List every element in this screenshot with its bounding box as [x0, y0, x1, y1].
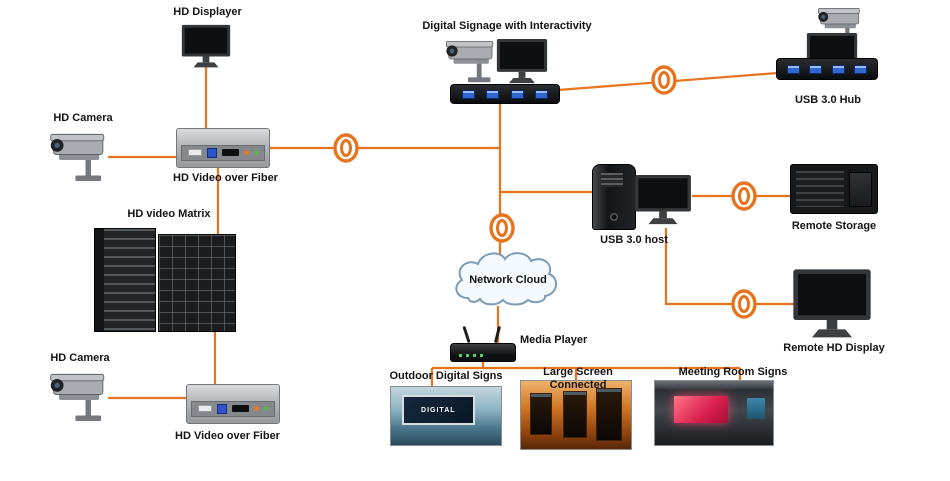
meeting-screen	[673, 396, 729, 424]
label-media-player: Media Player	[520, 334, 588, 346]
ceiling	[655, 381, 773, 389]
label-large-screen-connected: Large Screen Connected	[543, 366, 613, 391]
fiber-coil-icon	[651, 65, 677, 95]
screen-panel	[595, 387, 623, 441]
network-cloud-icon: Network Cloud	[448, 248, 568, 314]
label-usb-host: USB 3.0 host	[600, 234, 668, 246]
connection-line	[430, 360, 742, 388]
screen-panel	[562, 390, 587, 439]
screen-panel	[529, 393, 552, 436]
signage-monitor-icon	[496, 38, 548, 84]
label-hd-displayer: HD Displayer	[173, 6, 242, 18]
usb-host-tower-icon	[592, 164, 636, 230]
label-hd-camera-bottom: HD Camera	[50, 352, 110, 364]
usb-port-icon	[809, 64, 823, 74]
antenna-icon	[493, 325, 502, 344]
label-hd-video-over-fiber-top: HD Video over Fiber	[173, 172, 278, 184]
media-player-icon	[450, 325, 516, 362]
usb-port-icon	[854, 64, 868, 74]
fiber-extender-ports	[180, 144, 266, 161]
usb-hub-device-icon	[776, 58, 878, 80]
hdmi-port-icon	[221, 149, 239, 157]
fiber-coil-icon	[333, 133, 359, 163]
media-player-body	[450, 343, 516, 362]
network-cloud-label: Network Cloud	[469, 274, 547, 286]
side-screen	[747, 397, 765, 420]
label-chip	[187, 149, 203, 157]
led-icon	[263, 406, 269, 412]
fiber-coil-icon	[731, 289, 757, 319]
label-outdoor-digital-signs: Outdoor Digital Signs	[389, 370, 503, 382]
usb-port-icon	[510, 89, 524, 99]
hd-displayer-monitor-icon	[181, 24, 231, 68]
fiber-port-icon	[217, 403, 227, 414]
hdmi-port-icon	[231, 405, 249, 413]
label-remote-storage: Remote Storage	[791, 220, 877, 232]
hd-camera-top-icon	[50, 133, 105, 182]
led-icon	[243, 150, 249, 156]
hd-video-matrix-icon	[94, 228, 236, 332]
photo-large-screen-connected	[520, 380, 632, 450]
signage-camera-icon	[446, 41, 494, 83]
label-hd-video-over-fiber-bottom: HD Video over Fiber	[175, 430, 280, 442]
label-hd-camera-top: HD Camera	[53, 112, 113, 124]
usb-port-icon	[534, 89, 548, 99]
label-hd-video-matrix: HD video Matrix	[127, 208, 211, 220]
fiber-port-icon	[207, 147, 217, 158]
matrix-rack-right	[158, 234, 236, 332]
usb-port-icon	[786, 64, 800, 74]
fiber-extender-bottom-icon	[186, 384, 280, 424]
antenna-icon	[462, 325, 471, 344]
billboard-screen: DIGITAL	[402, 395, 475, 426]
fiber-coil-icon	[489, 213, 515, 243]
usb-port-icon	[486, 89, 500, 99]
label-meeting-room-signs: Meeting Room Signs	[678, 366, 788, 378]
led-icon	[253, 150, 259, 156]
hd-camera-bottom-icon	[50, 373, 105, 422]
fiber-extender-ports	[190, 400, 276, 417]
usb-port-icon	[831, 64, 845, 74]
label-usb-hub: USB 3.0 Hub	[794, 94, 861, 106]
usb-host-monitor-icon	[635, 174, 691, 225]
usb-port-icon	[462, 89, 476, 99]
remote-storage-icon	[790, 164, 878, 214]
fiber-extender-top-icon	[176, 128, 270, 168]
remote-hd-display-icon	[793, 269, 871, 338]
label-digital-signage: Digital Signage with Interactivity	[422, 20, 592, 32]
matrix-rack-left	[94, 228, 156, 332]
billboard-text: DIGITAL	[421, 406, 456, 414]
fiber-coil-icon	[731, 181, 757, 211]
photo-outdoor-digital-signs: DIGITAL	[390, 386, 502, 446]
cloud-shape	[455, 252, 557, 306]
signage-usb-hub-icon	[450, 84, 560, 104]
led-icon	[253, 406, 259, 412]
label-remote-hd-display: Remote HD Display	[783, 342, 885, 354]
photo-meeting-room-signs	[654, 380, 774, 446]
label-chip	[197, 405, 213, 413]
